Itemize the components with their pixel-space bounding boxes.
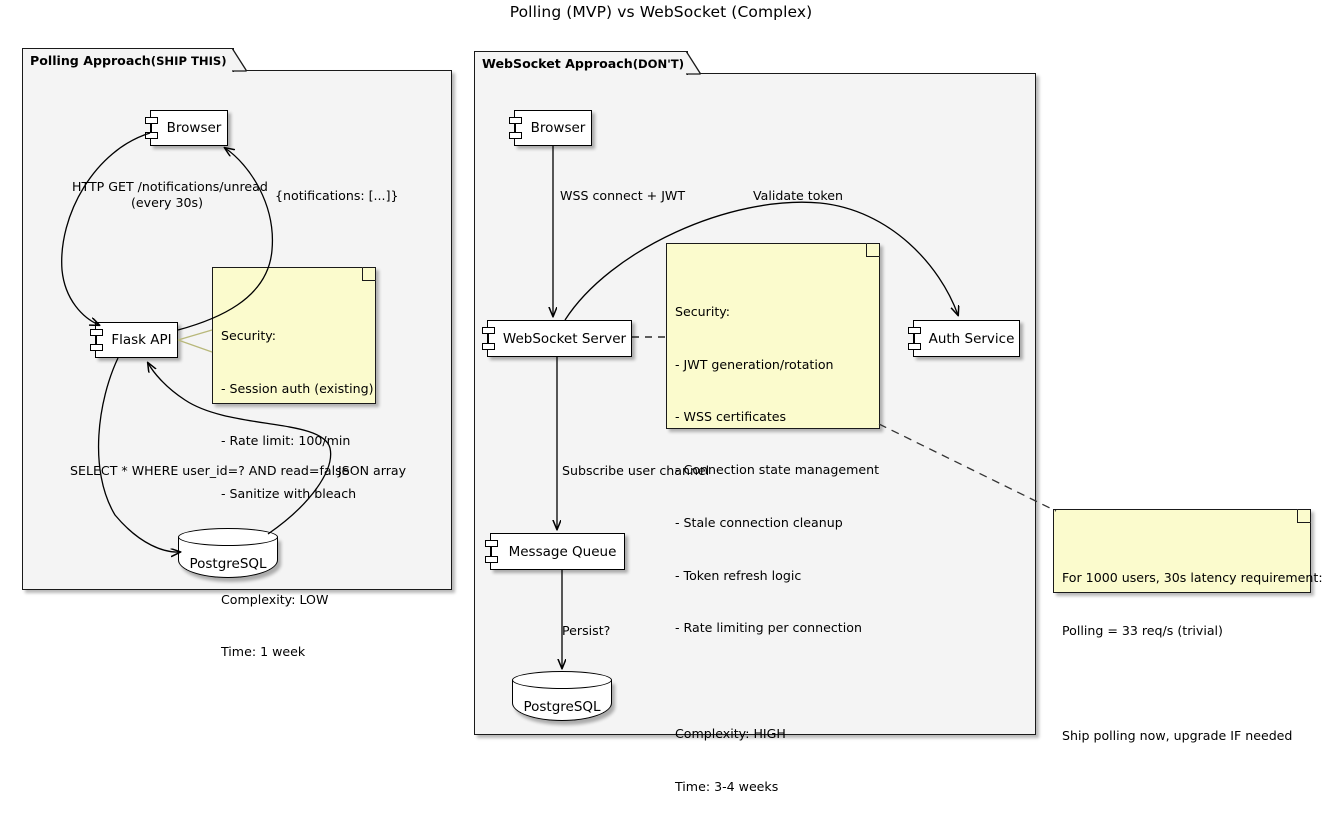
note-polling-security: Security: - Session auth (existing) - Ra… (212, 267, 376, 659)
note-line: - Rate limiting per connection (675, 620, 862, 636)
edge-label-notifications-response: {notifications: [...]} (275, 188, 399, 203)
component-port-stem (96, 333, 98, 347)
note-line: Security: (675, 303, 731, 319)
component-label: Browser (166, 120, 222, 136)
note-verdict: For 1000 users, 30s latency requirement:… (1053, 509, 1322, 743)
component-label: Auth Service (928, 330, 1015, 347)
component-label: Browser (530, 120, 586, 136)
package-websocket-tab-corner (686, 51, 701, 75)
note-line: - Rate limit: 100/min (221, 433, 351, 449)
note-line: Ship polling now, upgrade IF needed (1062, 728, 1293, 744)
component-port-stem (151, 121, 153, 135)
component-message-queue[interactable]: Message Queue (485, 533, 625, 570)
note-line: - JWT generation/rotation (675, 356, 834, 372)
package-polling-title-strong: Polling Approach (30, 53, 151, 68)
note-line: Time: 3-4 weeks (675, 778, 779, 794)
component-flask-api[interactable]: Flask API (90, 322, 178, 358)
component-browser-websocket[interactable]: Browser (509, 110, 592, 146)
note-line-blank (675, 672, 870, 690)
component-port-top-icon (145, 117, 158, 124)
component-port-top-icon (90, 329, 103, 336)
component-port-stem (914, 331, 916, 346)
component-port-bottom-icon (482, 343, 495, 350)
database-label: PostgreSQL (189, 556, 267, 572)
note-fold-corner-icon (1297, 509, 1311, 523)
component-port-bottom-icon (90, 344, 103, 351)
note-websocket-security: Security: - JWT generation/rotation - WS… (666, 243, 880, 794)
package-polling-tab-corner (232, 48, 247, 72)
component-browser-polling[interactable]: Browser (145, 110, 228, 146)
edge-label-subscribe-channel: Subscribe user channel (562, 463, 710, 478)
component-port-stem (488, 331, 490, 346)
package-polling-approach-tab: Polling Approach (SHIP THIS) (22, 48, 234, 72)
note-line: Security: (221, 327, 277, 343)
diagram-canvas: Polling (MVP) vs WebSocket (Complex) Pol… (22, 3, 1322, 794)
note-line: Complexity: HIGH (675, 726, 786, 742)
component-label: WebSocket Server (502, 330, 627, 347)
component-port-stem (491, 544, 493, 559)
note-line: - WSS certificates (675, 409, 787, 425)
component-port-top-icon (509, 117, 522, 124)
note-line-blank (221, 538, 366, 556)
note-fold-corner-icon (866, 243, 880, 257)
note-line-blank (1062, 674, 1301, 692)
edge-label-persist: Persist? (562, 623, 611, 638)
edge-label-sql-select: SELECT * WHERE user_id=? AND read=false (70, 463, 350, 478)
note-line: - Connection state management (675, 462, 880, 478)
component-port-bottom-icon (145, 132, 158, 139)
package-websocket-approach-tab: WebSocket Approach (DON'T) (474, 51, 688, 75)
note-line: For 1000 users, 30s latency requirement: (1062, 569, 1322, 585)
note-line: - Stale connection cleanup (675, 514, 843, 530)
component-port-top-icon (485, 540, 498, 547)
edge-label-json-array: JSON array (338, 463, 407, 478)
note-fold-corner-icon (362, 267, 376, 281)
component-port-bottom-icon (908, 343, 921, 350)
package-websocket-title-rest: (DON'T) (632, 56, 684, 71)
note-line: - Token refresh logic (675, 567, 802, 583)
component-websocket-server[interactable]: WebSocket Server (482, 320, 632, 357)
database-label: PostgreSQL (523, 699, 601, 715)
component-port-bottom-icon (509, 132, 522, 139)
edge-label-validate-token: Validate token (753, 188, 843, 203)
note-line: Time: 1 week (221, 644, 306, 660)
component-label: Message Queue (508, 543, 617, 560)
component-label: Flask API (111, 332, 172, 348)
package-polling-title-rest: (SHIP THIS) (150, 53, 227, 68)
component-port-stem (515, 121, 517, 135)
component-port-top-icon (482, 327, 495, 334)
note-line: - Sanitize with bleach (221, 486, 357, 502)
database-postgresql-websocket[interactable]: PostgreSQL (512, 671, 612, 721)
package-websocket-title-strong: WebSocket Approach (482, 56, 633, 71)
note-line: - Session auth (existing) (221, 380, 374, 396)
note-line: Complexity: LOW (221, 591, 329, 607)
component-auth-service[interactable]: Auth Service (908, 320, 1020, 357)
note-line: Polling = 33 req/s (trivial) (1062, 622, 1223, 638)
edge-label-wss-connect: WSS connect + JWT (560, 188, 686, 203)
page-title: Polling (MVP) vs WebSocket (Complex) (509, 3, 813, 21)
cylinder-top-ellipse (512, 671, 612, 689)
component-port-top-icon (908, 327, 921, 334)
edge-label-http-get: HTTP GET /notifications/unread (every 30… (72, 179, 268, 210)
component-port-bottom-icon (485, 556, 498, 563)
